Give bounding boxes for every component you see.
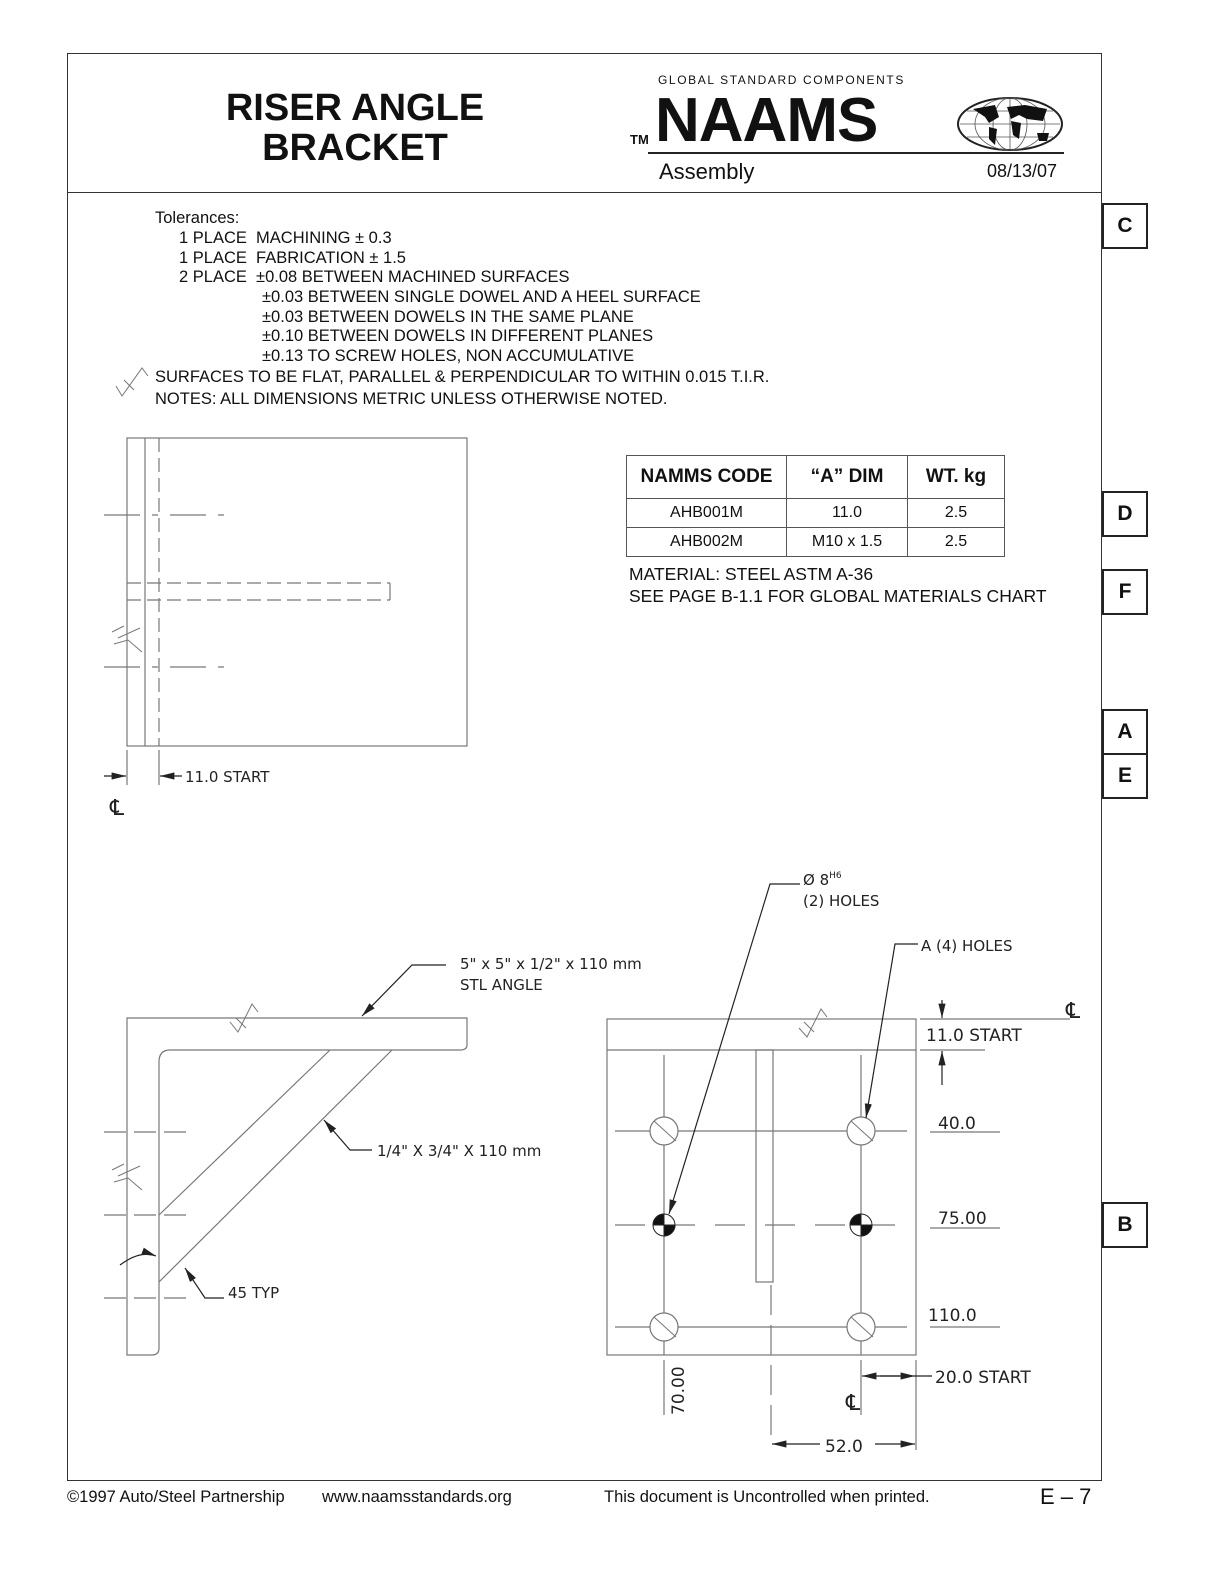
tolerance-line: ±0.03 BETWEEN DOWELS IN THE SAME PLANE [262, 308, 634, 326]
title-line-2: BRACKET [262, 127, 448, 169]
tab-e[interactable]: E [1102, 753, 1148, 799]
brand-rule [648, 152, 1064, 154]
title-line-1: RISER ANGLE [225, 87, 485, 129]
website-link[interactable]: www.naamsstandards.org [322, 1488, 512, 1506]
dowel-hole-icon [652, 1213, 873, 1237]
gusset-label: 1/4" X 3/4" X 110 mm [377, 1142, 541, 1160]
tolerance-line: 1 PLACE FABRICATION ± 1.5 [179, 249, 406, 267]
centerline-symbol: ℄ [109, 796, 125, 821]
dowel-count-label: (2) HOLES [803, 892, 879, 910]
cell-code: AHB001M [626, 498, 787, 528]
naams-logo: NAAMS [655, 86, 878, 155]
tolerance-line: ±0.13 TO SCREW HOLES, NON ACCUMULATIVE [262, 347, 635, 365]
surfaces-note: SURFACES TO BE FLAT, PARALLEL & PERPENDI… [155, 368, 770, 386]
centerline-symbol: ℄ [845, 1391, 861, 1416]
tolerance-line: 1 PLACE MACHINING ± 0.3 [179, 229, 392, 247]
dim-52: 52.0 [825, 1437, 863, 1457]
centerline-symbol: ℄ [1065, 999, 1081, 1024]
trademark: TM [630, 132, 649, 147]
cell-code: AHB002M [626, 527, 787, 557]
brand-tagline: GLOBAL STANDARD COMPONENTS [658, 73, 905, 87]
revision-date: 08/13/07 [987, 161, 1058, 181]
tab-d[interactable]: D [1102, 491, 1148, 537]
section-label: Assembly [659, 159, 755, 184]
tolerances-heading: Tolerances: [155, 209, 240, 227]
angle-label: 5" x 5" x 1/2" x 110 mm [460, 955, 642, 973]
tolerance-line: 2 PLACE ±0.08 BETWEEN MACHINED SURFACES [179, 268, 570, 286]
tab-b[interactable]: B [1102, 1202, 1148, 1248]
column-header: WT. kg [907, 455, 1005, 499]
dim-75: 75.00 [938, 1209, 987, 1229]
dim-110: 110.0 [928, 1306, 977, 1326]
front-view [606, 883, 1070, 1450]
dim-20-start: 20.0 START [935, 1368, 1031, 1388]
column-header: NAMMS CODE [626, 455, 787, 499]
sheet-border [67, 53, 1102, 1481]
material-spec: MATERIAL: STEEL ASTM A-36 [629, 564, 874, 584]
tolerance-line: ±0.03 BETWEEN SINGLE DOWEL AND A HEEL SU… [262, 288, 701, 306]
dim-70: 70.00 [669, 1366, 689, 1415]
uncontrolled-note: This document is Uncontrolled when print… [604, 1488, 930, 1506]
top-view [104, 437, 468, 785]
table-row: AHB002M M10 x 1.5 2.5 [626, 527, 1005, 557]
cell-weight: 2.5 [907, 527, 1005, 557]
dowel-diameter-label: Ø 8H6 [803, 871, 842, 889]
side-view [104, 964, 468, 1356]
holes-label: A (4) HOLES [921, 937, 1013, 955]
part-code-table: NAMMS CODE “A” DIM WT. kg AHB001M 11.0 2… [626, 455, 1005, 557]
tolerance-line: ±0.10 BETWEEN DOWELS IN DIFFERENT PLANES [262, 327, 654, 345]
tab-c[interactable]: C [1102, 203, 1148, 249]
metric-note: NOTES: ALL DIMENSIONS METRIC UNLESS OTHE… [155, 390, 668, 408]
dim-40: 40.0 [938, 1114, 976, 1134]
angle-material-label: STL ANGLE [460, 976, 543, 994]
dim-start-top: 11.0 START [926, 1026, 1022, 1046]
page-number: E – 7 [1040, 1484, 1092, 1509]
top-view-start-dim: 11.0 START [185, 768, 270, 786]
angle-typ-label: 45 TYP [228, 1284, 279, 1302]
flatness-symbol-icon [115, 367, 149, 397]
copyright: ©1997 Auto/Steel Partnership [67, 1488, 285, 1506]
globe-icon [957, 97, 1063, 151]
cell-dim: M10 x 1.5 [786, 527, 908, 557]
tab-a[interactable]: A [1102, 709, 1148, 755]
material-chart-ref: SEE PAGE B-1.1 FOR GLOBAL MATERIALS CHAR… [629, 586, 1047, 606]
tab-f[interactable]: F [1102, 569, 1148, 615]
header-divider [67, 192, 1102, 193]
